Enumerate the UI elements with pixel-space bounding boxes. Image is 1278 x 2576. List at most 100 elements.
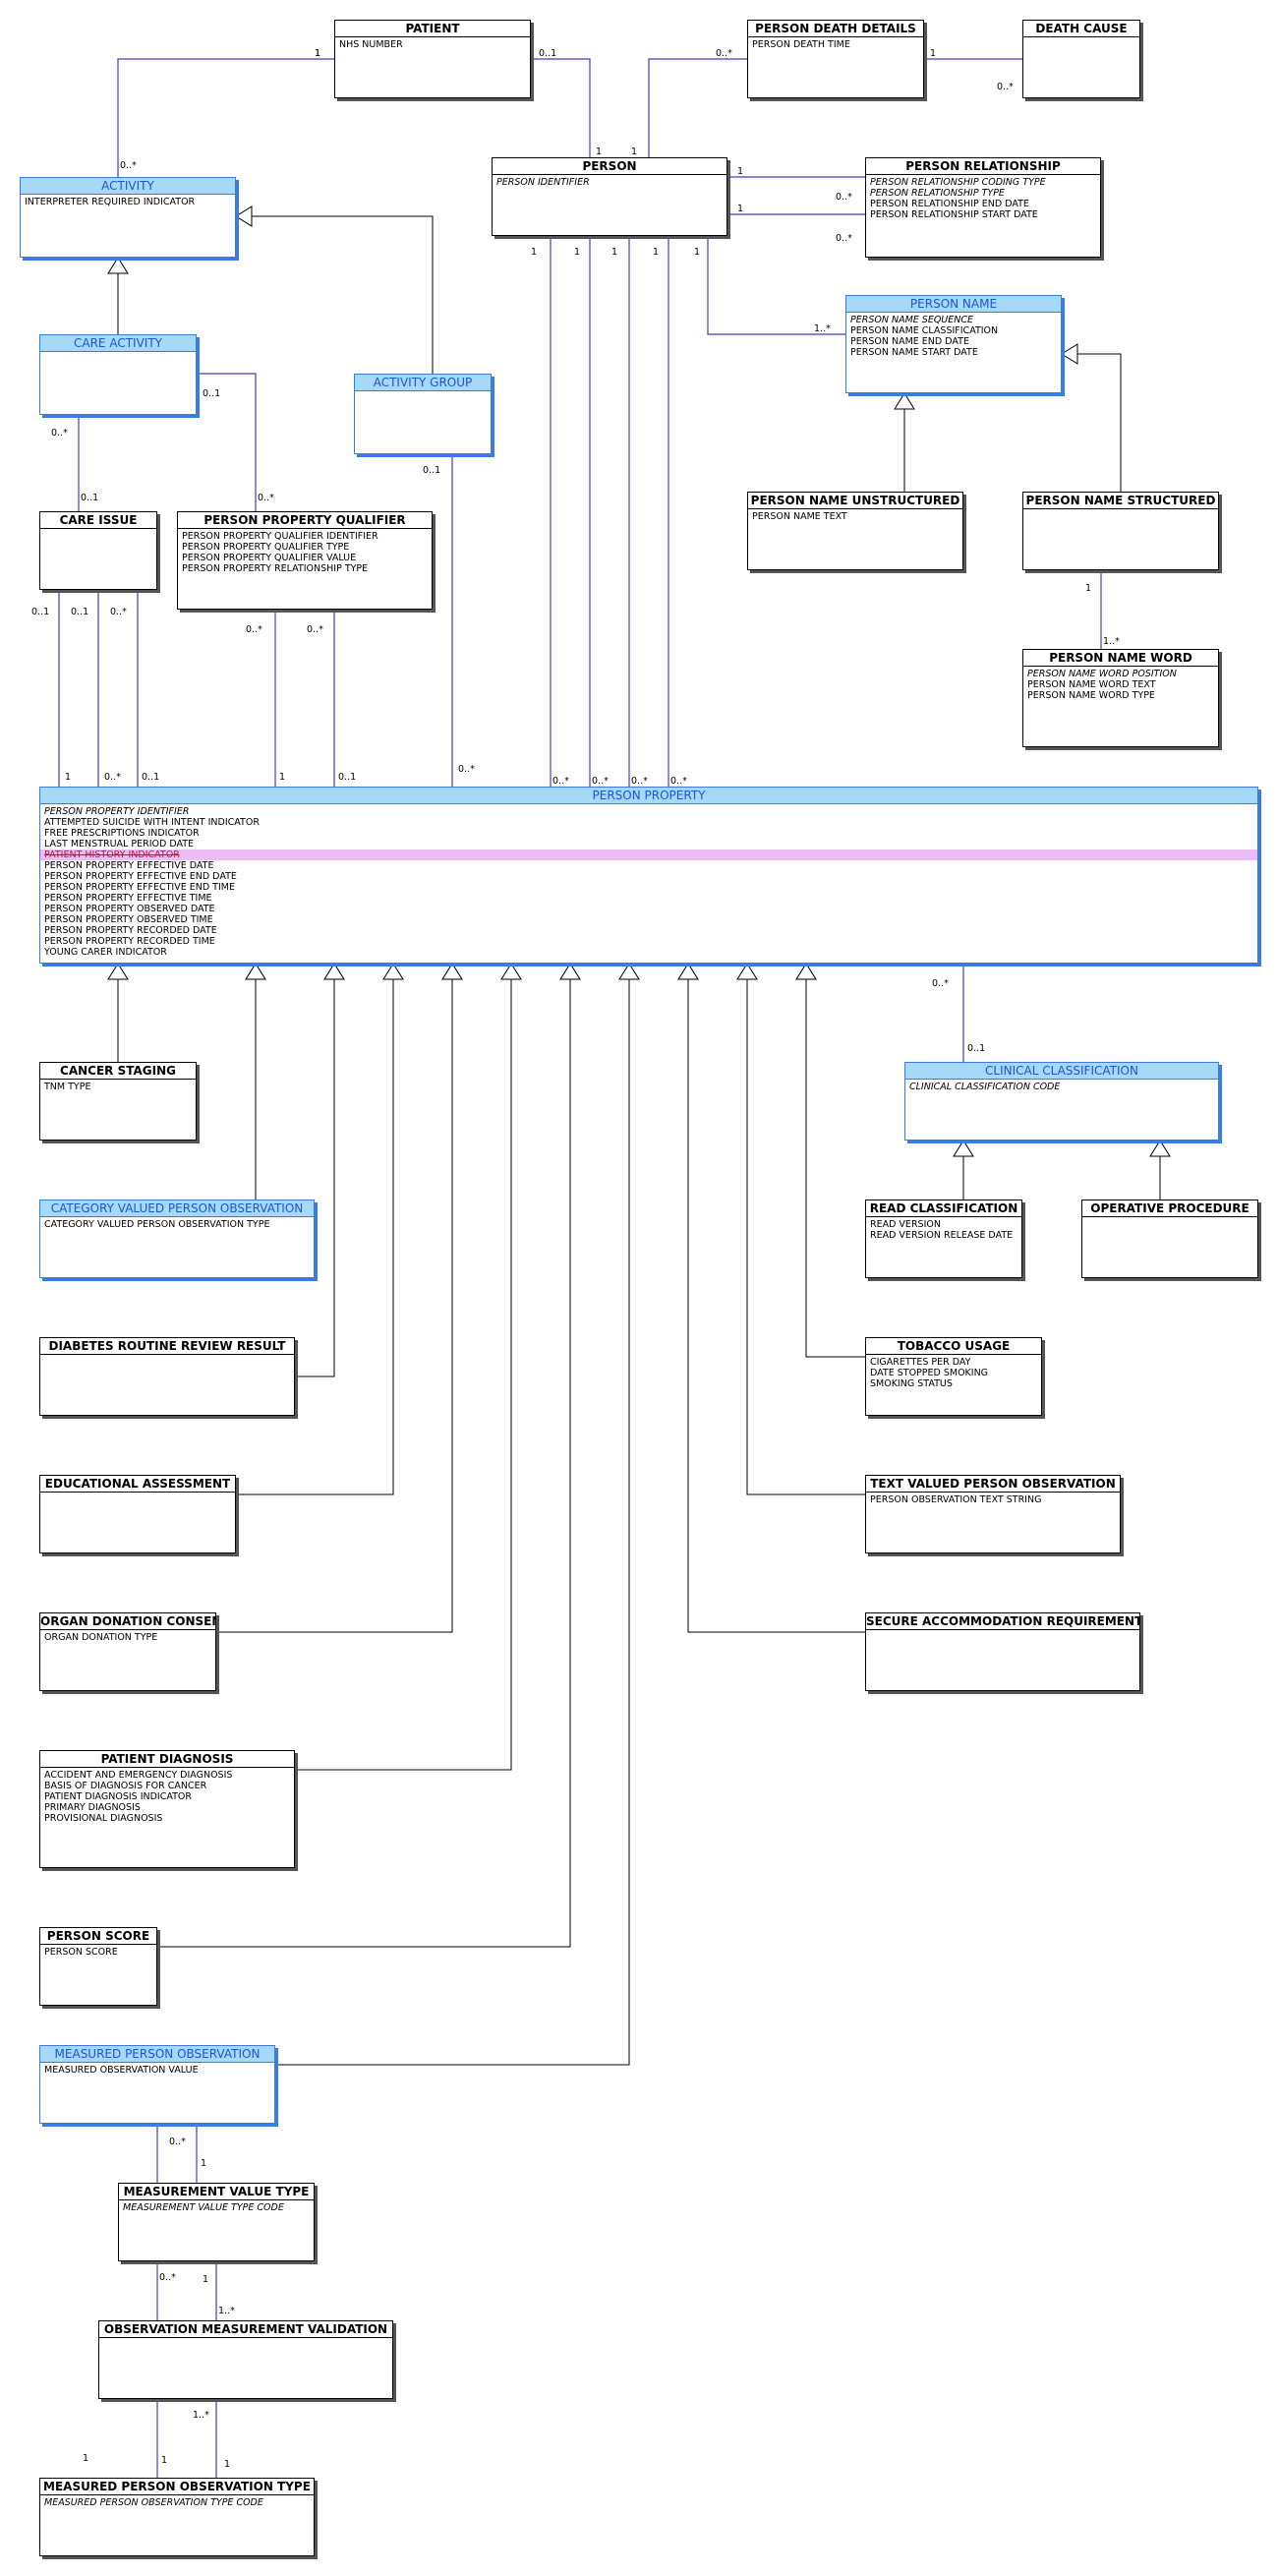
entity-title: PERSON DEATH DETAILS (748, 21, 923, 37)
entity-title: EDUCATIONAL ASSESSMENT (40, 1476, 235, 1493)
cardinality-label: 0..1 (203, 388, 221, 399)
cardinality-label: 0..* (51, 428, 68, 439)
entity-title: PERSON NAME STRUCTURED (1023, 493, 1218, 509)
generalization-line (236, 964, 394, 1495)
entity-attributes: PERSON DEATH TIME (748, 37, 923, 52)
attribute: PERSON PROPERTY QUALIFIER IDENTIFIER (182, 531, 378, 542)
attribute: READ VERSION (870, 1219, 941, 1230)
attribute: PERSON RELATIONSHIP CODING TYPE (870, 177, 1046, 188)
attribute: PERSON IDENTIFIER (496, 177, 590, 188)
attribute: INTERPRETER REQUIRED INDICATOR (25, 197, 196, 207)
cardinality-label: 0..* (246, 624, 262, 635)
patient-person-line (531, 58, 591, 157)
attribute: TNM TYPE (44, 1082, 91, 1092)
cardinality-label: 0..* (110, 607, 127, 617)
entity-title: PERSON SCORE (40, 1928, 156, 1945)
attribute: PERSON NAME END DATE (850, 336, 969, 347)
attribute: MEASURED OBSERVATION VALUE (44, 2065, 199, 2076)
attribute: ACCIDENT AND EMERGENCY DIAGNOSIS (44, 1770, 233, 1781)
entity-attributes: PERSON SCORE (40, 1945, 156, 1960)
entity-title: CLINICAL CLASSIFICATION (905, 1063, 1218, 1080)
cardinality-label: 1 (653, 247, 660, 258)
attribute: PERSON PROPERTY EFFECTIVE END DATE (44, 871, 237, 882)
entity-attributes: CLINICAL CLASSIFICATION CODE (905, 1080, 1218, 1094)
generalization-line (687, 964, 865, 1633)
cardinality-label: 1 (531, 247, 538, 258)
attribute: ORGAN DONATION TYPE (44, 1632, 158, 1643)
attribute: PERSON NAME SEQUENCE (850, 315, 973, 325)
entity-death-cause: DEATH CAUSE (1022, 20, 1140, 98)
attribute: PATIENT DIAGNOSIS INDICATOR (44, 1791, 192, 1802)
entity-attributes (355, 391, 491, 395)
attribute: PERSON PROPERTY OBSERVED TIME (44, 914, 213, 925)
cardinality-label: 0..1 (142, 772, 160, 783)
cardinality-label: 1 (1085, 583, 1092, 594)
person-property-subtype-arrow-11 (795, 963, 817, 980)
attribute: YOUNG CARER INDICATOR (44, 947, 167, 958)
entity-attributes (40, 1355, 294, 1359)
attribute: PERSON PROPERTY EFFECTIVE DATE (44, 860, 214, 871)
cardinality-label: 1 (596, 146, 603, 157)
cardinality-label: 1 (203, 2274, 209, 2285)
cardinality-label: 0..* (120, 160, 137, 171)
cardinality-label: 0..1 (967, 1043, 986, 1054)
attribute: PERSON PROPERTY EFFECTIVE END TIME (44, 882, 235, 893)
cardinality-label: 1 (201, 2158, 207, 2169)
cardinality-label: 1 (279, 772, 286, 783)
cardinality-label: 0..1 (31, 607, 50, 617)
cardinality-label: 1 (65, 772, 72, 783)
entity-operative-procedure: OPERATIVE PROCEDURE (1081, 1200, 1258, 1278)
cardinality-label: 0..* (307, 624, 323, 635)
cardinality-label: 1..* (193, 2410, 209, 2421)
person-property-subtype-arrow-6 (500, 963, 522, 980)
entity-attributes (40, 1493, 235, 1496)
cardinality-label: 0..* (670, 776, 687, 787)
cardinality-label: 1 (737, 204, 744, 214)
cardinality-label: 1..* (1103, 636, 1120, 647)
generalization-lines (117, 215, 1161, 2066)
entity-attributes: MEASUREMENT VALUE TYPE CODE (119, 2200, 314, 2215)
entity-title: PATIENT (335, 21, 530, 37)
entity-title: PATIENT DIAGNOSIS (40, 1751, 294, 1768)
attribute: PERSON NAME WORD POSITION (1027, 669, 1177, 679)
attribute: PERSON RELATIONSHIP START DATE (870, 209, 1038, 220)
entity-attributes: PERSON IDENTIFIER (493, 175, 726, 190)
attribute: PERSON SCORE (44, 1947, 118, 1958)
cardinality-label: 1 (224, 2459, 231, 2470)
generalization-line (157, 964, 571, 1948)
cardinality-label: 0..* (169, 2137, 186, 2147)
person-name-unstructured-arrow (894, 392, 915, 410)
activity-group-generalization-arrow (235, 205, 253, 227)
attribute: FREE PRESCRIPTIONS INDICATOR (44, 828, 200, 839)
cardinality-label: 1 (574, 247, 581, 258)
cardinality-label: 1 (315, 48, 321, 59)
generalization-arrows (107, 205, 1171, 1157)
attribute: PERSON PROPERTY QUALIFIER TYPE (182, 542, 350, 553)
cardinality-label: 1..* (814, 323, 831, 334)
person-name-structured-arrow (1061, 343, 1078, 365)
entity-attributes (99, 2338, 392, 2342)
generalization-line (805, 964, 865, 1358)
cardinality-label: 0..* (552, 776, 569, 787)
generalization-line (216, 964, 453, 1633)
cardinality-label: 0..1 (539, 48, 557, 59)
cardinality-label: 0..1 (81, 493, 99, 503)
cardinality-label: 1 (930, 48, 937, 59)
cardinality-label: 0..1 (338, 772, 357, 783)
entity-title: CATEGORY VALUED PERSON OBSERVATION (40, 1200, 314, 1217)
entity-attributes (1023, 37, 1139, 41)
person-death-line (648, 58, 747, 157)
